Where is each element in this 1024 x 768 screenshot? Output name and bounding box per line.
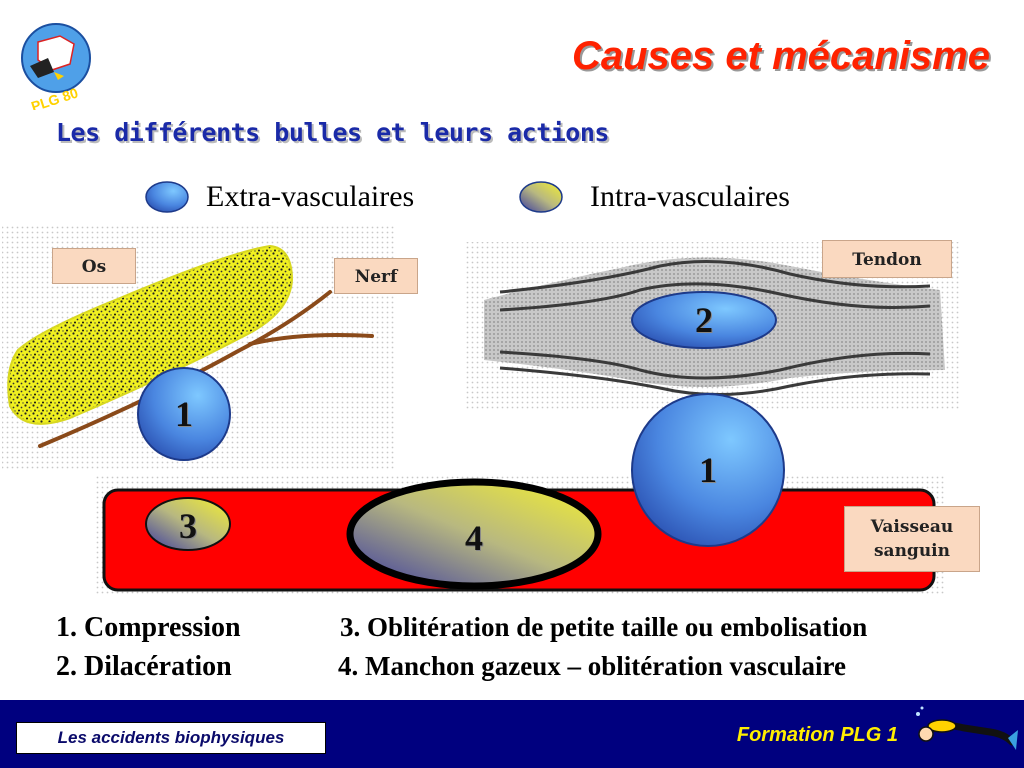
- bubble-1-right: [631, 393, 785, 547]
- nerve-shape: [38, 290, 374, 448]
- slide-title: Causes et mécanisme: [571, 34, 990, 78]
- bubble-4: [346, 478, 602, 590]
- label-nerf: Nerf: [334, 258, 418, 294]
- bone-shape: [7, 244, 294, 425]
- bubble-3: [145, 497, 231, 551]
- label-os: Os: [52, 248, 136, 284]
- label-vaisseau-line2: sanguin: [873, 541, 950, 561]
- caption-1: 1. Compression: [56, 612, 241, 643]
- bubble-1-left-label: 1: [175, 394, 193, 434]
- slide-subtitle: Les différents bulles et leurs actions: [56, 118, 609, 147]
- label-vaisseau: Vaisseau sanguin: [844, 506, 980, 572]
- bubble-1-right-label: 1: [699, 450, 717, 490]
- legend-intra-label: Intra-vasculaires: [590, 180, 790, 213]
- bubble-3-label: 3: [179, 506, 197, 546]
- caption-2: 2. Dilacération: [56, 651, 232, 682]
- diver-icon: [916, 706, 1018, 750]
- label-tendon: Tendon: [822, 240, 952, 278]
- bubble-1-left: [137, 367, 231, 461]
- legend-extra-label: Extra-vasculaires: [206, 180, 415, 213]
- bubble-2-label: 2: [695, 300, 713, 340]
- footer-right-label: Formation PLG 1: [736, 724, 898, 746]
- caption-3: 3. Oblitération de petite taille ou embo…: [340, 612, 868, 642]
- bubble-2: [631, 291, 777, 349]
- legend-intra-bubble-icon: [519, 181, 563, 213]
- club-logo: PLG 80: [21, 23, 91, 110]
- footer-left-label: Les accidents biophysiques: [16, 722, 326, 754]
- bubble-4-label: 4: [465, 518, 483, 558]
- legend-extra-bubble-icon: [145, 181, 189, 213]
- label-vaisseau-line1: Vaisseau: [870, 517, 954, 537]
- caption-4: 4. Manchon gazeux – oblitération vascula…: [338, 651, 846, 681]
- bubble-diagram: [2, 224, 960, 596]
